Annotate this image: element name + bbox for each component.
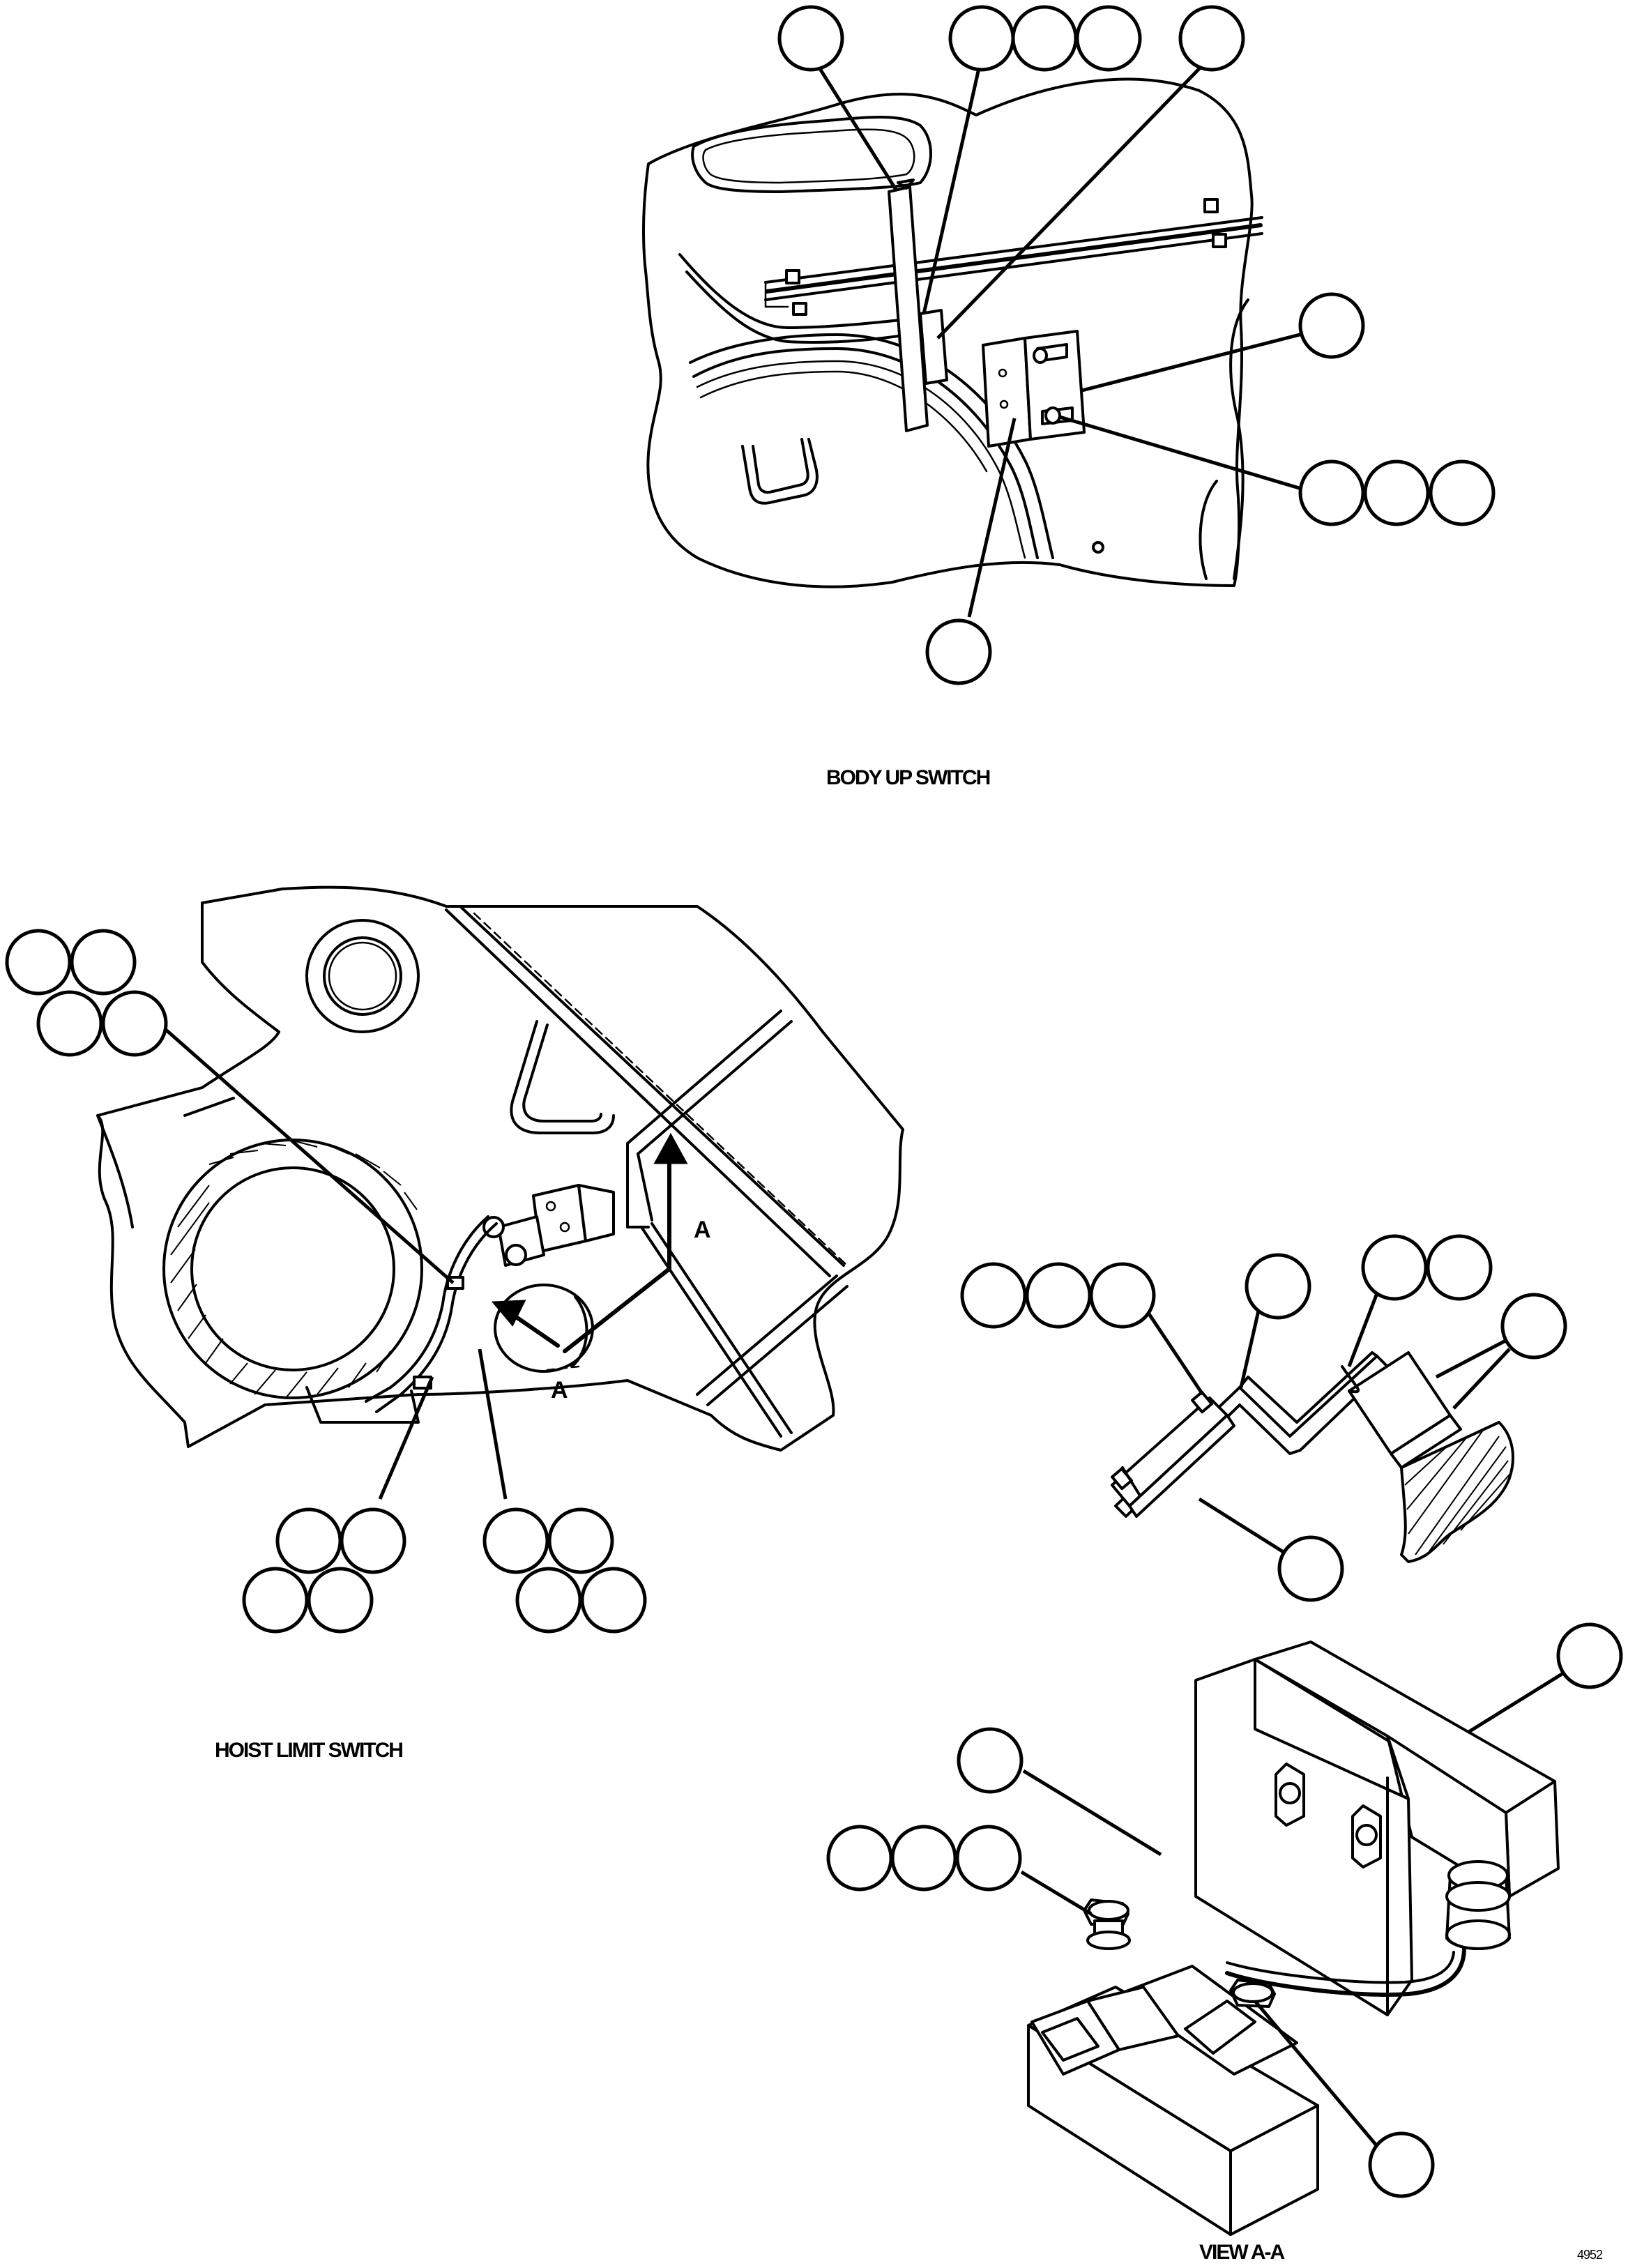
balloon-view-aa	[890, 1825, 957, 1892]
balloon-body-up	[1011, 5, 1078, 72]
balloon-hoist	[5, 929, 72, 996]
balloon-body-up	[948, 5, 1015, 72]
switch-plate	[982, 337, 1032, 448]
balloon-body-up	[925, 618, 992, 685]
view-aa: VIEW A-A 4952	[826, 1622, 1623, 2264]
hoist-cylinder	[162, 1139, 423, 1399]
balloon-detail	[1500, 1293, 1567, 1360]
balloon-hoist	[101, 990, 168, 1057]
balloon-view-aa	[826, 1825, 893, 1892]
balloon-hoist	[307, 1567, 374, 1634]
handle-bracket	[741, 438, 819, 505]
body-up-switch-caption: BODY UP SWITCH	[826, 766, 990, 789]
balloon-detail	[1089, 1262, 1156, 1329]
balloon-body-up	[1429, 459, 1496, 526]
balloon-hoist	[580, 1567, 647, 1634]
balloon-body-up	[1075, 5, 1142, 72]
balloon-hoist	[547, 1507, 614, 1574]
l-bracket	[1194, 1658, 1413, 2016]
body-up-switch-view: BODY UP SWITCH	[641, 5, 1496, 789]
balloon-detail	[1277, 1535, 1344, 1602]
balloon-detail	[1426, 1234, 1493, 1301]
balloon-body-up	[1178, 5, 1245, 72]
switch-arm	[888, 185, 929, 432]
balloon-body-up	[1298, 459, 1365, 526]
hoist-limit-switch-view: A A HOIST LIMIT SWITCH	[5, 885, 904, 1762]
hinge-rail	[764, 216, 1263, 284]
balloon-view-aa	[957, 1727, 1024, 1794]
section-arrow	[563, 1155, 671, 1353]
balloon-detail	[960, 1262, 1027, 1329]
view-aa-caption: VIEW A-A	[1199, 2241, 1285, 2264]
balloon-hoist	[36, 990, 103, 1057]
balloon-view-aa	[955, 1825, 1022, 1892]
balloon-view-aa	[1556, 1622, 1623, 1689]
balloon-hoist	[242, 1567, 309, 1634]
balloon-hoist	[482, 1507, 549, 1574]
balloon-hoist	[70, 929, 137, 996]
balloon-body-up	[1298, 292, 1365, 359]
drawing-number: 4952	[1577, 2248, 1603, 2262]
balloon-detail	[1245, 1253, 1311, 1320]
balloon-body-up	[1363, 459, 1430, 526]
balloon-hoist	[515, 1567, 582, 1634]
upper-recess	[691, 116, 932, 193]
balloon-detail	[1025, 1262, 1092, 1329]
balloon-hoist	[340, 1507, 406, 1574]
balloon-body-up	[777, 5, 844, 72]
bracket-detail-view	[960, 1234, 1567, 1602]
balloon-view-aa	[1368, 2131, 1435, 2198]
balloon-hoist	[275, 1507, 342, 1574]
body-frame-outline	[641, 77, 1254, 588]
wire-harness	[365, 1215, 489, 1403]
hoist-limit-switch-caption: HOIST LIMIT SWITCH	[215, 1739, 402, 1762]
grab-handle	[510, 1020, 615, 1134]
section-marker-a: A	[551, 1377, 568, 1403]
balloon-detail	[1361, 1234, 1428, 1301]
pivot-boss	[305, 919, 420, 1033]
hoist-frame-outline	[96, 885, 904, 1452]
section-marker-a: A	[694, 1217, 711, 1243]
